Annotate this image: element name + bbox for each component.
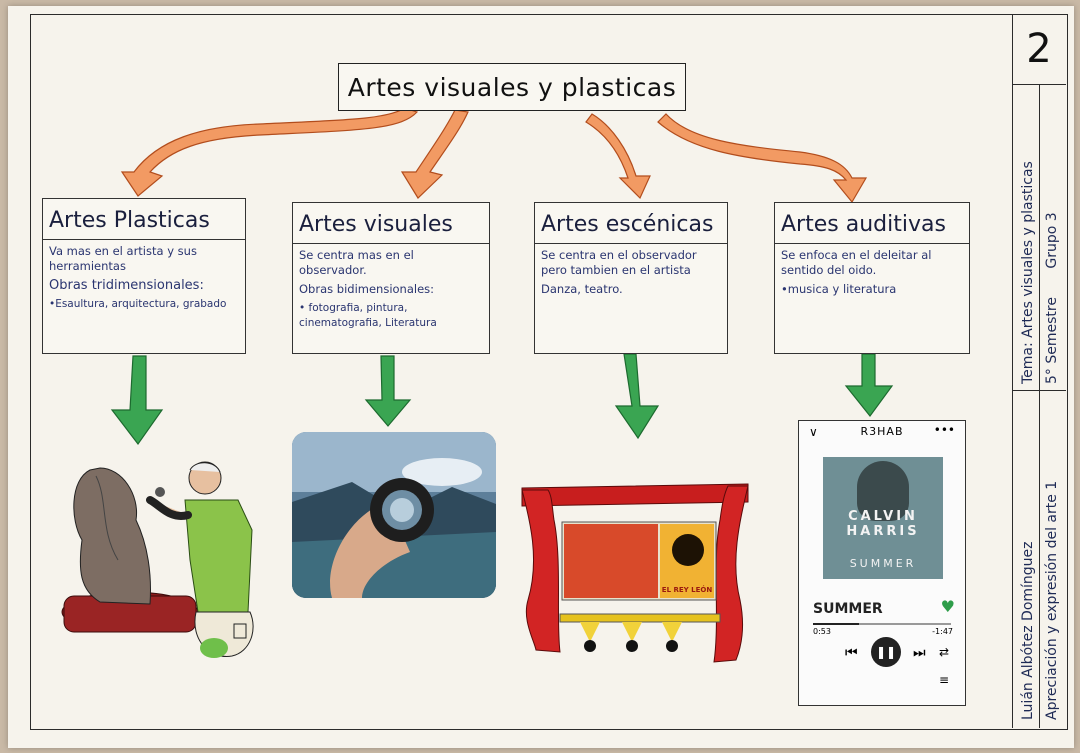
- green-arrow-2: [364, 355, 412, 427]
- main-title-box: Artes visuales y plasticas: [338, 63, 686, 111]
- concept-heading: Artes escénicas: [535, 203, 727, 244]
- sidebar-tema: Tema: Artes visuales y plasticas: [1020, 161, 1036, 384]
- orange-arrow-3: [585, 113, 651, 200]
- pause-button[interactable]: ❚❚: [871, 637, 901, 667]
- sidebar-alumno: Luián Albótez Domínguez: [1020, 541, 1036, 720]
- grupo: Grupo 3: [1044, 212, 1060, 269]
- progress-track[interactable]: [813, 623, 951, 625]
- orange-arrow-1: [120, 107, 419, 197]
- page-number: 2: [1026, 26, 1052, 72]
- more-icon: •••: [933, 423, 955, 437]
- heart-icon[interactable]: ♥: [940, 597, 955, 616]
- green-arrow-1: [110, 355, 164, 446]
- next-icon[interactable]: ⏭: [913, 645, 926, 661]
- concept-heading: Artes Plasticas: [43, 199, 245, 240]
- orange-arrows: [120, 107, 868, 204]
- sidebar-materia: Apreciación y expresión del arte 1: [1044, 480, 1060, 720]
- chevron-down-icon: ∨: [809, 425, 818, 439]
- progress-fill: [813, 623, 859, 625]
- concept-line: Va mas en el artista y sus herramientas: [49, 244, 197, 273]
- previous-icon[interactable]: ⏮: [845, 645, 858, 661]
- concept-line: Se centra mas en el observador.: [299, 248, 414, 277]
- sidebar: [1012, 14, 1067, 728]
- orange-arrow-2: [400, 109, 469, 199]
- page-number-box: 2: [1012, 14, 1066, 85]
- time-elapsed: 0:53: [813, 627, 831, 636]
- concept-line: •musica y literatura: [781, 282, 897, 296]
- album-cover: CALVIN HARRIS SUMMER: [823, 457, 943, 579]
- track-title: SUMMER: [813, 601, 883, 617]
- concept-box-plasticas: Artes Plasticas Va mas en el artista y s…: [42, 198, 246, 354]
- time-remaining: -1:47: [932, 627, 953, 636]
- album-artist: CALVIN HARRIS: [846, 509, 920, 539]
- main-title: Artes visuales y plasticas: [347, 72, 677, 102]
- sidebar-semestre: 5° Semestre Grupo 3: [1044, 212, 1060, 384]
- concept-line: Obras bidimensionales:: [299, 282, 435, 296]
- concept-line: Se enfoca en el deleitar al sentido del …: [781, 248, 932, 277]
- concept-heading: Artes auditivas: [775, 203, 969, 244]
- queue-icon[interactable]: ≡: [939, 673, 950, 687]
- sidebar-divider: [1012, 84, 1040, 728]
- concept-line: • fotografia, pintura, cinematografia, L…: [299, 302, 437, 329]
- concept-line: Danza, teatro.: [541, 282, 623, 296]
- orange-arrow-4: [657, 113, 868, 204]
- concept-box-visuales: Artes visuales Se centra mas en el obser…: [292, 202, 490, 354]
- music-player: ∨ R3HAB ••• CALVIN HARRIS SUMMER SUMMER …: [798, 420, 966, 706]
- green-arrows: [110, 353, 894, 446]
- repeat-icon[interactable]: ⇄: [939, 645, 950, 659]
- concept-line: Se centra en el observador pero tambien …: [541, 248, 697, 277]
- player-artist-header: R3HAB: [860, 425, 904, 438]
- concept-line: •Esaultura, arquitectura, grabado: [49, 298, 227, 310]
- concept-line: Obras tridimensionales:: [49, 278, 204, 293]
- green-arrow-4: [844, 353, 894, 417]
- concept-box-auditivas: Artes auditivas Se enfoca en el deleitar…: [774, 202, 970, 354]
- semestre: 5° Semestre: [1044, 297, 1060, 384]
- lens-photo: [292, 432, 496, 598]
- poster-text: EL REY LEÓN: [662, 585, 713, 594]
- page-frame: [30, 14, 1068, 730]
- green-arrow-3: [614, 353, 660, 440]
- sidebar-separator: [1012, 390, 1066, 391]
- concept-heading: Artes visuales: [293, 203, 489, 244]
- concept-box-escenicas: Artes escénicas Se centra en el observad…: [534, 202, 728, 354]
- album-title: SUMMER: [849, 557, 917, 570]
